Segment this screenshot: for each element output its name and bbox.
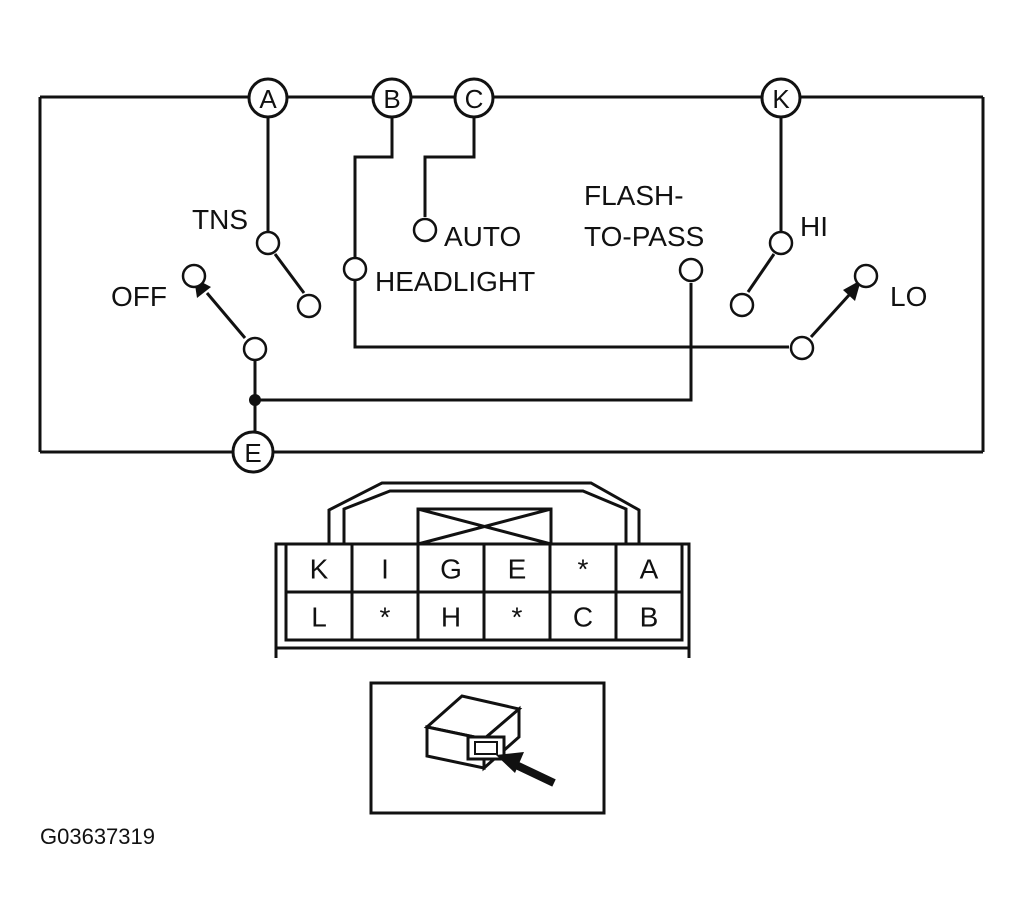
terminal-e-label: E bbox=[244, 438, 261, 468]
tns-contact-lower bbox=[296, 293, 322, 319]
internal-wiring bbox=[194, 117, 861, 433]
terminal-e: E bbox=[231, 430, 275, 474]
headlight-label: HEADLIGHT bbox=[375, 266, 535, 297]
hi-label: HI bbox=[800, 211, 828, 242]
pin-i: I bbox=[381, 554, 389, 585]
view-direction-inset bbox=[369, 681, 606, 815]
pin-unused-bottom-2: * bbox=[512, 602, 523, 633]
off-contact bbox=[181, 263, 207, 289]
common-contact bbox=[242, 336, 268, 362]
arrow-icon bbox=[496, 752, 556, 787]
lo-common-contact bbox=[789, 335, 815, 361]
figure-code: G03637319 bbox=[40, 824, 155, 849]
terminal-c: C bbox=[453, 77, 495, 119]
pin-a: A bbox=[640, 554, 659, 585]
switch-contacts bbox=[181, 217, 879, 362]
terminal-c-label: C bbox=[465, 84, 484, 114]
pin-g: G bbox=[440, 554, 462, 585]
pin-b: B bbox=[640, 602, 659, 633]
tns-contact bbox=[255, 230, 281, 256]
flash-label-line1: FLASH- bbox=[584, 180, 684, 211]
off-label: OFF bbox=[111, 281, 167, 312]
terminal-a-label: A bbox=[259, 84, 277, 114]
pin-l: L bbox=[311, 602, 327, 633]
pin-k: K bbox=[310, 554, 329, 585]
lo-label: LO bbox=[890, 281, 927, 312]
hi-contact bbox=[768, 230, 794, 256]
terminal-b-label: B bbox=[383, 84, 400, 114]
pin-c: C bbox=[573, 602, 593, 633]
terminal-k: K bbox=[760, 77, 802, 119]
switch-outline bbox=[38, 95, 985, 454]
lo-contact bbox=[853, 263, 879, 289]
flash-to-pass-contact bbox=[678, 257, 704, 283]
terminal-a: A bbox=[247, 77, 289, 119]
headlight-contact bbox=[342, 256, 368, 282]
terminal-k-label: K bbox=[772, 84, 790, 114]
pin-unused-top: * bbox=[578, 554, 589, 585]
auto-label: AUTO bbox=[444, 221, 521, 252]
connector-perspective-icon bbox=[423, 694, 523, 772]
pin-h: H bbox=[441, 602, 461, 633]
tns-label: TNS bbox=[192, 204, 248, 235]
connector-face: K I G E * A L * H * C B bbox=[274, 481, 691, 658]
flash-label-line2: TO-PASS bbox=[584, 221, 704, 252]
auto-contact bbox=[412, 217, 438, 243]
hi-contact-lower bbox=[729, 292, 755, 318]
terminal-b: B bbox=[371, 77, 413, 119]
pin-unused-bottom-1: * bbox=[380, 602, 391, 633]
pin-e: E bbox=[508, 554, 527, 585]
